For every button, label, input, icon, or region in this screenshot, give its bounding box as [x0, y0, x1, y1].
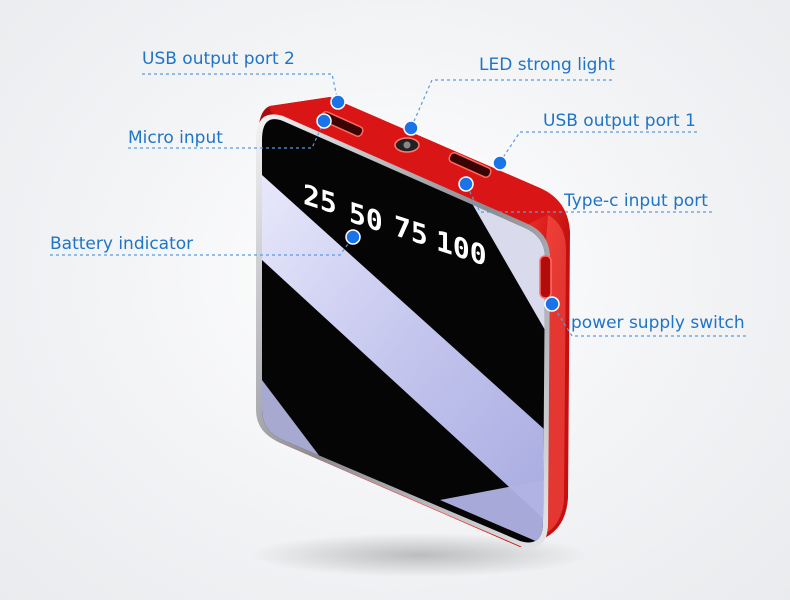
label-led-strong-light: LED strong light [479, 55, 615, 75]
label-power-supply-switch: power supply switch [571, 313, 745, 333]
label-type-c-input-port: Type-c input port [564, 191, 708, 211]
usb-port-1-slot [448, 152, 492, 178]
label-usb-output-port-2: USB output port 2 [142, 49, 295, 69]
label-battery-indicator: Battery indicator [50, 234, 194, 254]
power-switch [539, 255, 552, 299]
drop-shadow [250, 533, 590, 577]
dot-battery [345, 229, 361, 245]
glass-reflection [262, 175, 545, 543]
dot-led [403, 120, 419, 136]
dot-type-c [458, 176, 474, 192]
callout-dots [316, 94, 560, 312]
dot-micro [316, 113, 332, 129]
callout-lines [50, 73, 746, 337]
dot-usb-1 [492, 155, 508, 171]
dot-switch [544, 296, 560, 312]
label-micro-input: Micro input [128, 128, 223, 148]
dot-usb-2 [330, 94, 346, 110]
label-usb-output-port-1: USB output port 1 [543, 111, 696, 131]
